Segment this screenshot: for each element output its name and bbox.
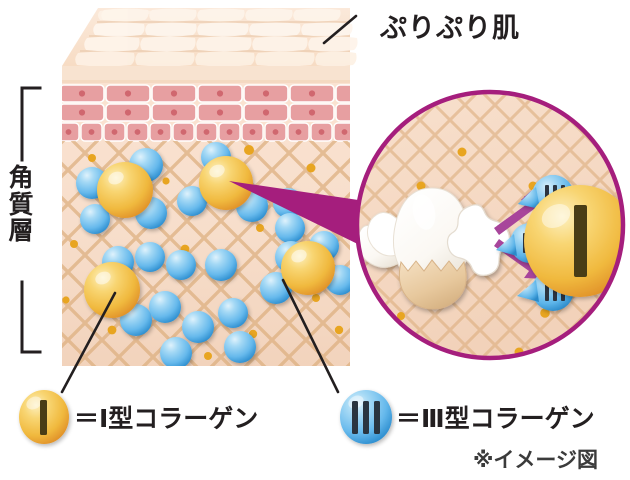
type1-big-sphere <box>524 185 623 297</box>
magnifier-circle <box>354 89 626 361</box>
legend-label-type3-collagen: ＝Ⅲ型コラーゲン <box>396 405 595 433</box>
stratum-corneum-char-2: 質 <box>8 190 34 219</box>
basal-cell-row <box>62 122 350 142</box>
eggshell-icon <box>357 187 511 310</box>
skin-block-top-surface <box>62 8 358 67</box>
legend-label-type1-collagen: ＝Ⅰ型コラーゲン <box>74 405 259 433</box>
epidermis-cell-row-1 <box>62 84 350 103</box>
stratum-corneum-char-1: 角 <box>8 164 34 192</box>
legend-sphere-type1 <box>19 390 69 444</box>
stratum-corneum-label: 角 質 層 <box>4 165 38 245</box>
skin-block-front-face <box>62 66 350 366</box>
page-title-plump-skin: ぷりぷり肌 <box>380 13 520 43</box>
image-disclaimer-note: ※イメージ図 <box>473 449 598 472</box>
epidermis-cell-row-2 <box>62 103 350 122</box>
legend-sphere-type3 <box>340 390 392 444</box>
leader-lines <box>60 14 358 394</box>
stratum-corneum-bracket <box>20 86 42 354</box>
stratum-corneum-char-3: 層 <box>8 217 34 245</box>
magnifier-pointer <box>229 181 392 252</box>
